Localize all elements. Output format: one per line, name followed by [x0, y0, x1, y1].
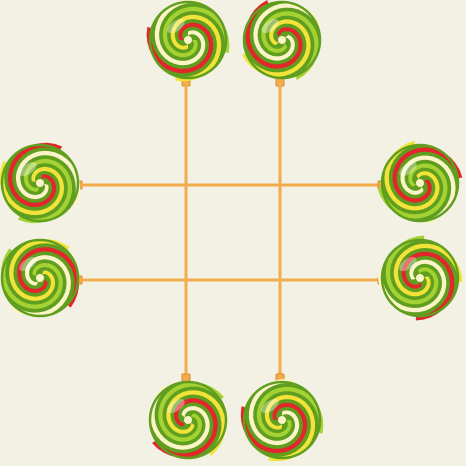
swirl-stripe: [17, 247, 79, 308]
candy-rim: [242, 0, 322, 80]
swirl-stripe: [377, 259, 447, 313]
candy-shine: [399, 161, 417, 177]
candy-rim: [148, 0, 228, 80]
swirl-stripe: [240, 402, 308, 454]
candy-center: [184, 416, 192, 424]
candy-rim: [380, 238, 460, 318]
candy-shine: [261, 18, 279, 34]
lollipop-left-lower[interactable]: [0, 238, 80, 318]
swirl-stripe: [154, 0, 206, 66]
candy-rim: [380, 143, 460, 223]
candy-center: [416, 274, 424, 282]
candy-rim: [242, 380, 322, 460]
candy-center: [278, 416, 286, 424]
swirl-stripe: [377, 163, 448, 219]
swirl-stripe: [146, 22, 214, 74]
swirl-stripe: [264, 394, 316, 462]
lollipop-right-lower[interactable]: [377, 235, 463, 321]
candy-shine: [167, 18, 185, 34]
candy-shine: [19, 256, 37, 272]
candy-rim: [148, 380, 228, 460]
candy-shine: [399, 256, 417, 272]
swirl-stripe: [384, 140, 440, 211]
swirl-stripe: [170, 14, 222, 82]
swirl-stripe: [401, 251, 455, 321]
candy-center: [36, 179, 44, 187]
swirl-stripe: [393, 243, 463, 297]
swirl-stripe: [10, 255, 71, 317]
candy-shine: [167, 398, 185, 414]
candy-center: [36, 274, 44, 282]
lollipop-bottom-right[interactable]: [240, 378, 324, 462]
candy-rim: [0, 143, 80, 223]
swirl-stripe: [256, 386, 324, 438]
swirl-stripe: [400, 155, 456, 226]
candy-shine: [19, 161, 37, 177]
lollipop-left-upper[interactable]: [0, 142, 81, 224]
swirl-stripe: [9, 239, 70, 301]
swirl-stripe: [248, 378, 300, 446]
swirl-stripe: [392, 147, 463, 203]
swirl-stripe: [162, 6, 230, 58]
sticks-layer: [22, 22, 444, 448]
candy-center: [416, 179, 424, 187]
candy-center: [278, 36, 286, 44]
lollipop-top-right[interactable]: [242, 0, 322, 80]
lollipop-right-upper[interactable]: [377, 140, 463, 226]
candy-shine: [261, 398, 279, 414]
candy-rim: [0, 238, 80, 318]
swirl-stripe: [385, 235, 439, 305]
swirl-stripe: [1, 248, 63, 309]
lollipop-bottom-left[interactable]: [148, 380, 228, 460]
lollipop-top-left[interactable]: [146, 0, 230, 82]
candy-center: [184, 36, 192, 44]
